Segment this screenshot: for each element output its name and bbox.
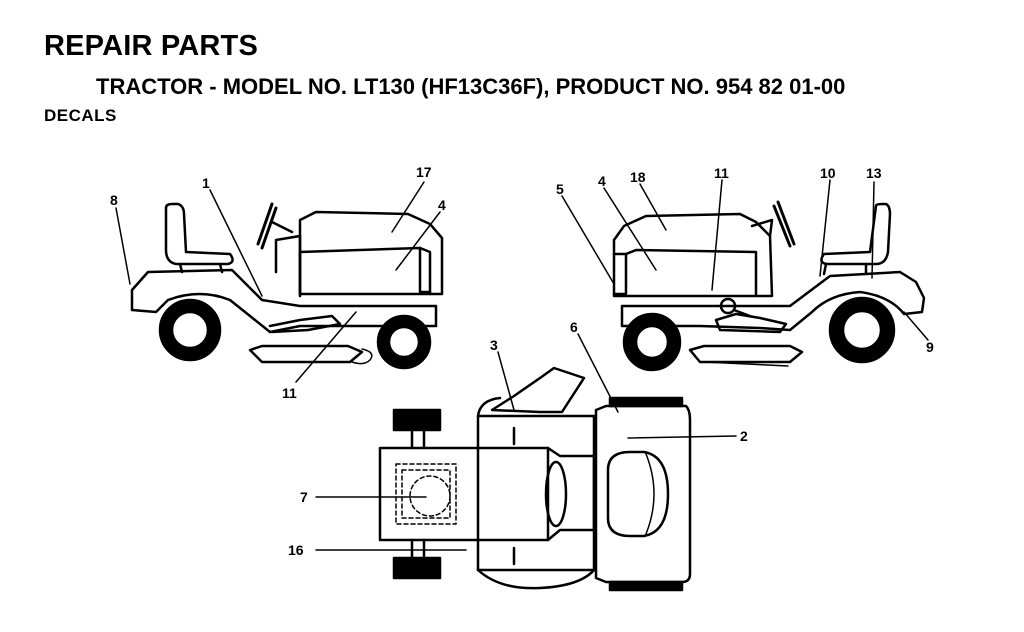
callout-1: 1 xyxy=(202,175,210,191)
page-title: REPAIR PARTS xyxy=(44,30,259,62)
callout-4-right: 4 xyxy=(598,173,606,189)
callout-8: 8 xyxy=(110,192,118,208)
callout-7: 7 xyxy=(300,489,308,505)
callout-numbers: 8 1 17 4 11 5 4 18 11 10 13 9 3 6 2 7 16 xyxy=(110,164,934,558)
callout-17: 17 xyxy=(416,164,432,180)
page-subtitle: TRACTOR - MODEL NO. LT130 (HF13C36F), PR… xyxy=(96,74,846,99)
callout-11-left: 11 xyxy=(282,385,297,401)
callout-6: 6 xyxy=(570,319,578,335)
callout-13: 13 xyxy=(866,165,882,181)
callout-18: 18 xyxy=(630,169,646,185)
tractor-left-side-view xyxy=(130,202,444,370)
callout-11-right: 11 xyxy=(714,165,729,181)
callout-4-left: 4 xyxy=(438,197,446,213)
tractor-top-view xyxy=(378,366,692,592)
callout-5: 5 xyxy=(556,181,564,197)
leader-lines xyxy=(115,179,929,551)
section-heading: DECALS xyxy=(44,106,117,125)
callout-9: 9 xyxy=(926,339,934,355)
callout-10: 10 xyxy=(820,165,836,181)
callout-3: 3 xyxy=(490,337,498,353)
callout-16: 16 xyxy=(288,542,304,558)
tractor-right-side-view xyxy=(612,200,926,372)
callout-2: 2 xyxy=(740,428,748,444)
